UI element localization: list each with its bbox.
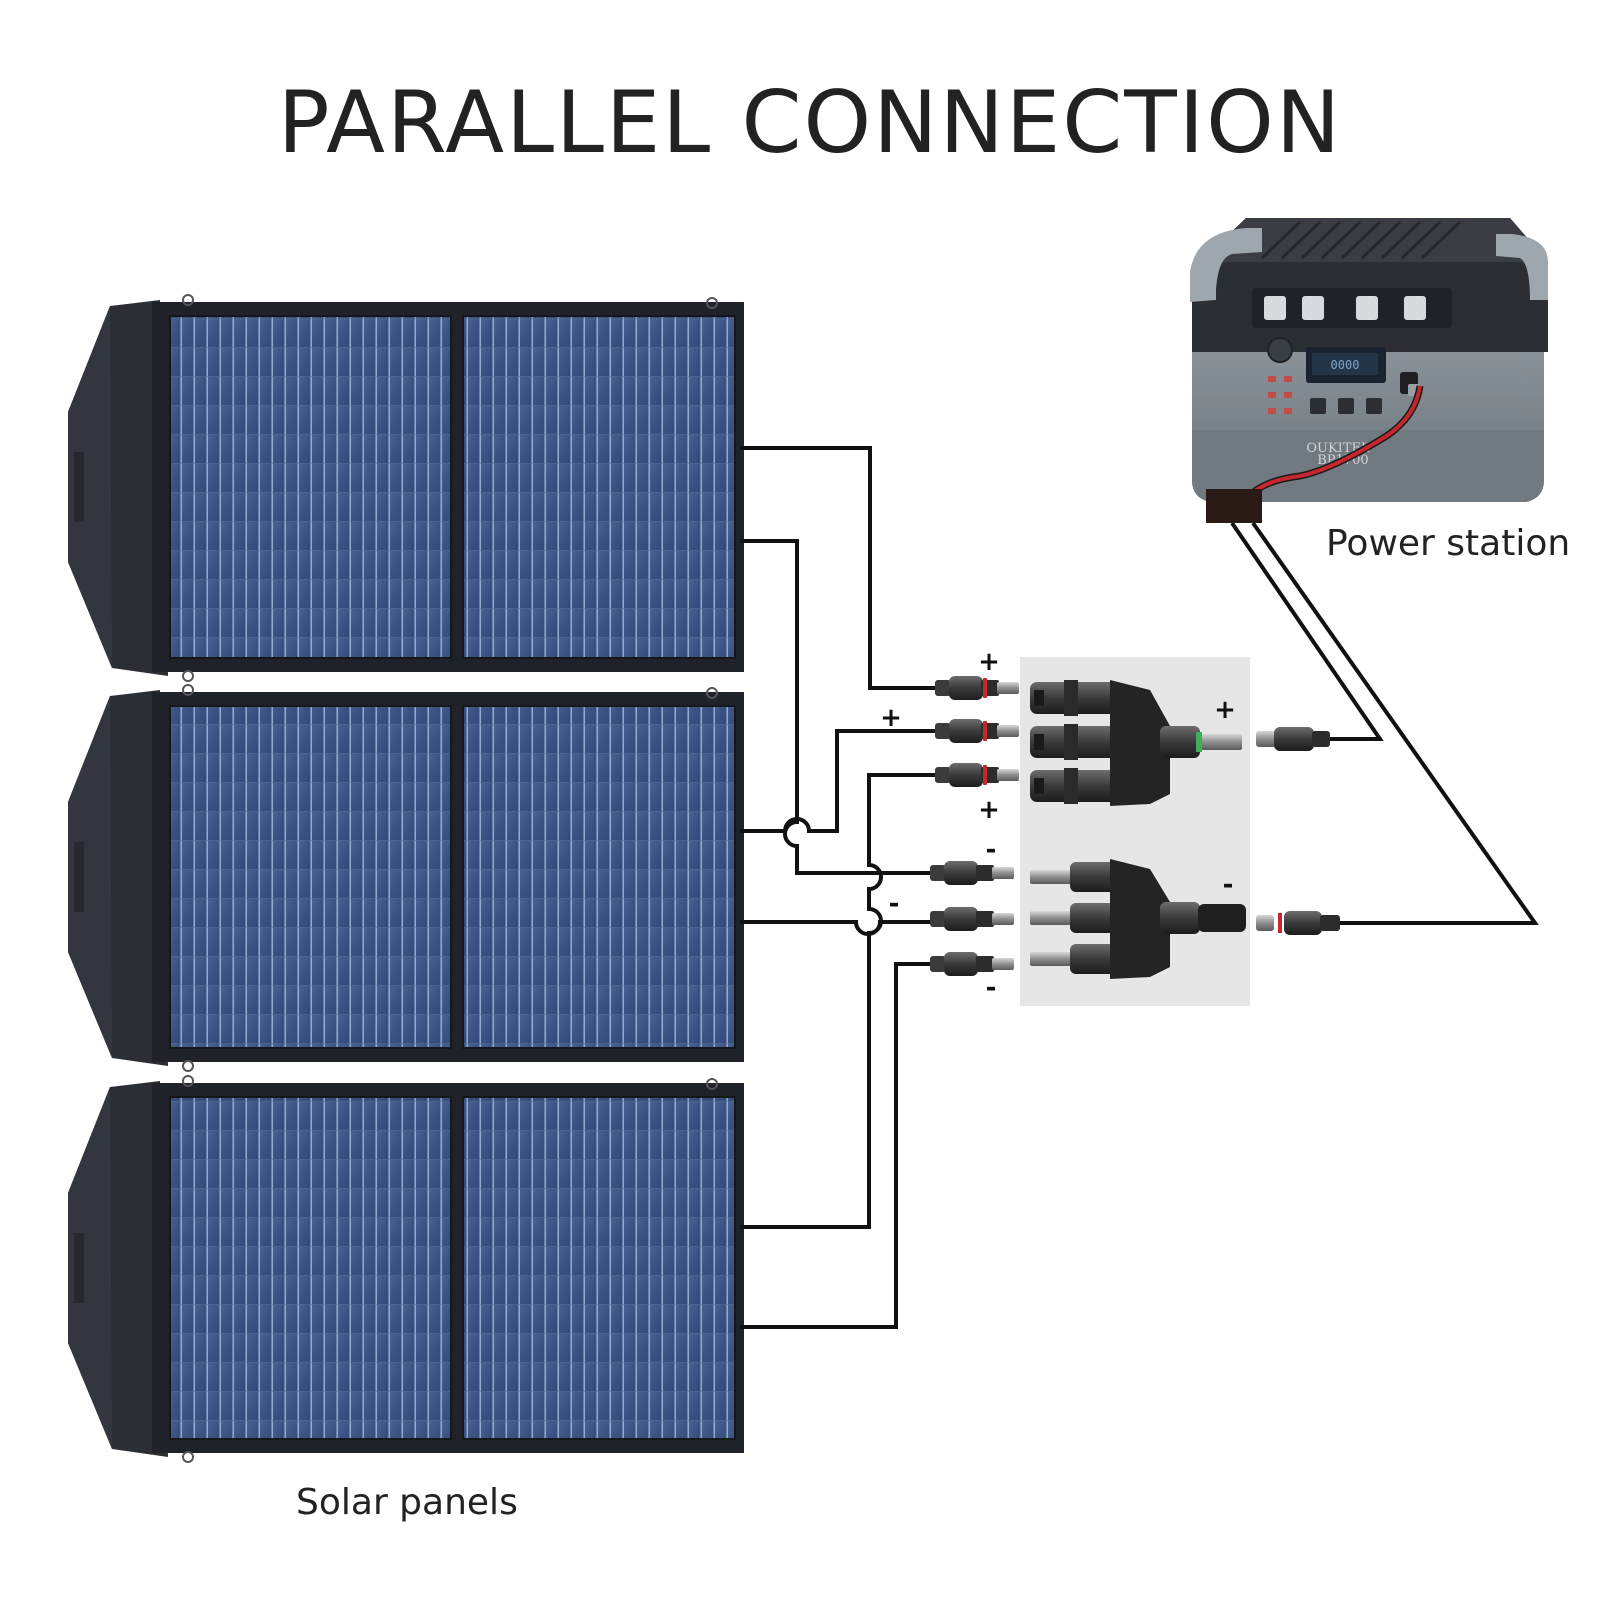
solar-panels-group — [68, 294, 744, 1463]
wire-panel1-negative — [740, 539, 930, 875]
branch-connector-icon — [1030, 859, 1246, 979]
solar-panels-label: Solar panels — [296, 1482, 518, 1523]
power-station-label: Power station — [1326, 523, 1570, 564]
page-title: PARALLEL CONNECTION — [278, 73, 1342, 173]
plus-sign: + — [880, 703, 902, 733]
mc4-connector-icon — [935, 676, 1019, 700]
wire-output-positive — [1230, 521, 1384, 741]
mc4-connector-icon — [1256, 911, 1340, 935]
branch-connector-box — [1020, 657, 1250, 1006]
minus-sign: - — [986, 835, 997, 865]
mc4-connector-icon — [930, 861, 1014, 885]
wire-panel3-negative — [740, 962, 930, 1329]
solar-panel-icon — [68, 294, 744, 682]
minus-sign: - — [889, 889, 900, 919]
minus-sign: - — [986, 973, 997, 1003]
wiring — [740, 446, 1539, 1329]
mc4-connectors — [930, 676, 1340, 976]
plus-sign: + — [1214, 695, 1236, 725]
power-station-icon: 0000 OUKITEL BP1700 — [1190, 218, 1548, 523]
branch-connector-icon — [1030, 680, 1242, 806]
plus-sign: + — [978, 795, 1000, 825]
wire-panel2-negative — [740, 920, 930, 936]
mc4-connector-icon — [935, 719, 1019, 743]
polarity-signs: + + + + - - - - — [880, 647, 1236, 1003]
mc4-connector-icon — [930, 907, 1014, 931]
wire-output-negative — [1251, 521, 1539, 925]
solar-panel-icon — [68, 684, 744, 1072]
mc4-connector-icon — [1256, 727, 1330, 751]
mc4-connector-icon — [935, 763, 1019, 787]
wire-panel1-positive — [740, 446, 935, 690]
minus-sign: - — [1223, 870, 1234, 900]
mc4-connector-icon — [930, 952, 1014, 976]
wire-panel3-positive — [740, 773, 935, 1229]
svg-text:0000: 0000 — [1331, 358, 1360, 372]
plus-sign: + — [978, 647, 1000, 677]
wire-panel2-positive — [740, 729, 935, 833]
solar-panel-icon — [68, 1075, 744, 1463]
